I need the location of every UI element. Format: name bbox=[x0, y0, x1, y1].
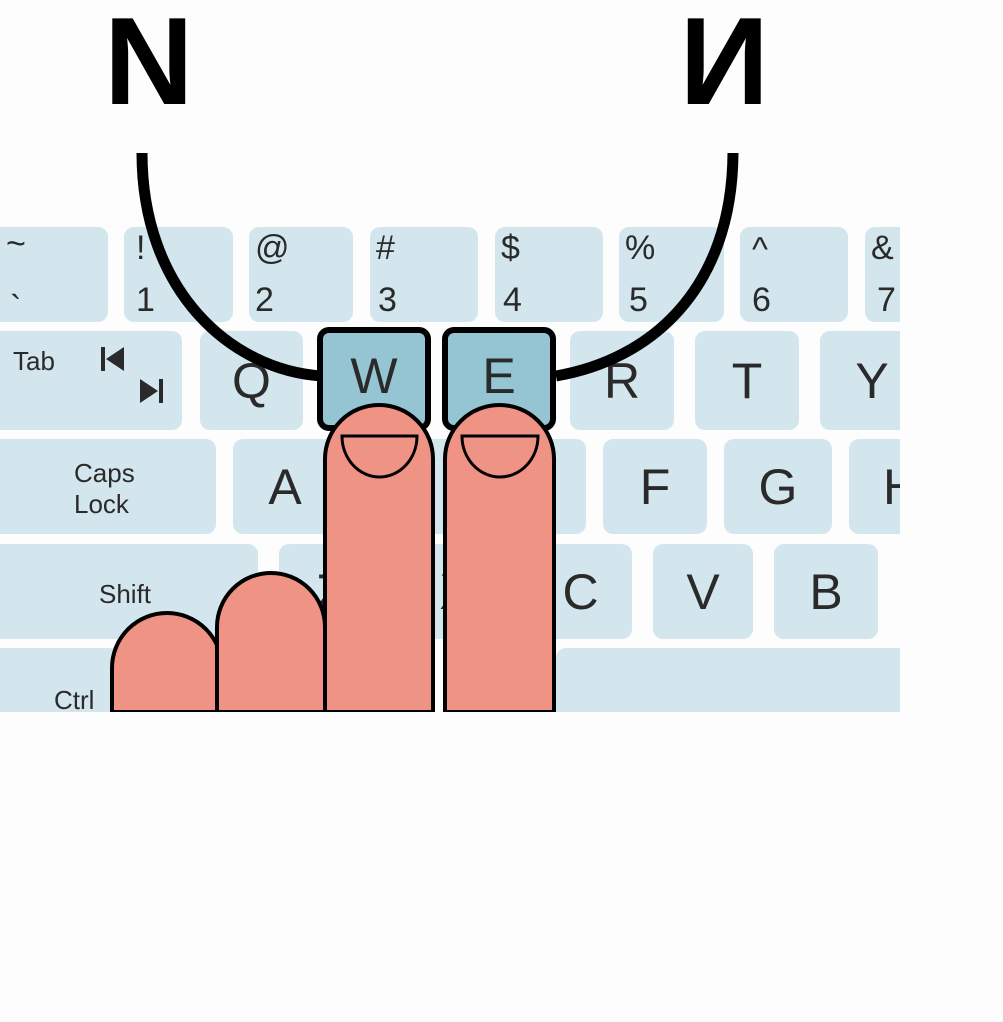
key-base-symbol: 6 bbox=[752, 281, 771, 319]
connector-arc bbox=[136, 152, 739, 382]
key-caps-line1: Caps bbox=[74, 458, 135, 488]
key-g-label: G bbox=[758, 458, 798, 515]
key-caps-line2: Lock bbox=[74, 489, 129, 519]
key-tab: Tab bbox=[0, 331, 182, 430]
letter-n-left: N bbox=[104, 0, 194, 131]
index-fingernail bbox=[460, 434, 540, 479]
key-f-label: F bbox=[639, 458, 671, 515]
key-base-symbol: 4 bbox=[503, 281, 522, 319]
ring-finger bbox=[215, 571, 327, 712]
key-g: G bbox=[724, 439, 832, 534]
key-e-label: E bbox=[482, 348, 516, 404]
skip-back-icon bbox=[101, 347, 124, 371]
key-base-symbol: ` bbox=[10, 289, 22, 327]
key-w-label: W bbox=[350, 348, 398, 404]
key-shift: Shift bbox=[0, 544, 258, 639]
key-base-symbol: 7 bbox=[877, 281, 896, 319]
pinky-finger bbox=[110, 611, 224, 712]
key-base-symbol: 5 bbox=[629, 281, 648, 319]
index-finger bbox=[443, 403, 556, 712]
key-h: H bbox=[849, 439, 900, 534]
key-e: E bbox=[442, 327, 556, 431]
key-ctrl: Ctrl bbox=[0, 648, 120, 712]
key-b: B bbox=[774, 544, 878, 639]
key-shift-symbol: $ bbox=[501, 229, 520, 267]
key-shift-symbol: % bbox=[625, 229, 656, 267]
key-3: # 3 bbox=[370, 227, 478, 322]
key-5: % 5 bbox=[619, 227, 724, 322]
typing-diagram: N N ~ ` ! 1 @ 2 # 3 $ 4 % 5 ^ 6 & 7 Tab bbox=[0, 0, 900, 712]
key-base-symbol: 1 bbox=[136, 281, 155, 319]
key-v: V bbox=[653, 544, 753, 639]
key-y-label: Y bbox=[855, 352, 889, 409]
key-r: R bbox=[570, 331, 674, 430]
key-shift-label: Shift bbox=[99, 579, 152, 609]
key-b-label: B bbox=[809, 563, 843, 620]
key-4: $ 4 bbox=[495, 227, 603, 322]
key-y: Y bbox=[820, 331, 900, 430]
key-t-label: T bbox=[731, 352, 763, 409]
key-q: Q bbox=[200, 331, 303, 430]
key-ctrl-label: Ctrl bbox=[54, 685, 95, 712]
middle-fingernail bbox=[340, 434, 419, 479]
key-2: @ 2 bbox=[249, 227, 353, 322]
key-t: T bbox=[695, 331, 799, 430]
key-base-symbol: 3 bbox=[378, 281, 397, 319]
key-shift-symbol: & bbox=[871, 229, 894, 267]
skip-forward-icon bbox=[140, 379, 163, 403]
key-6: ^ 6 bbox=[740, 227, 848, 322]
key-c-label: C bbox=[562, 563, 599, 620]
key-f: F bbox=[603, 439, 707, 534]
key-shift-symbol: ^ bbox=[752, 231, 768, 269]
key-7: & 7 bbox=[865, 227, 900, 322]
key-a: A bbox=[233, 439, 337, 534]
hand-overlay bbox=[110, 152, 739, 712]
key-1: ! 1 bbox=[124, 227, 233, 322]
key-a-label: A bbox=[268, 458, 302, 515]
key-backtick: ~ ` bbox=[0, 225, 108, 327]
key-v-label: V bbox=[686, 563, 720, 620]
key-shift-symbol: ~ bbox=[6, 225, 26, 263]
key-caps-lock: Caps Lock bbox=[0, 439, 216, 534]
key-base-symbol: 2 bbox=[255, 281, 274, 319]
key-shift-symbol: @ bbox=[255, 229, 290, 267]
key-shift-symbol: # bbox=[376, 229, 395, 267]
key-h-label: H bbox=[849, 439, 900, 534]
key-tab-label: Tab bbox=[13, 346, 55, 376]
key-shift-symbol: ! bbox=[136, 229, 146, 267]
middle-finger bbox=[323, 403, 435, 712]
key-spacebar bbox=[556, 648, 900, 712]
